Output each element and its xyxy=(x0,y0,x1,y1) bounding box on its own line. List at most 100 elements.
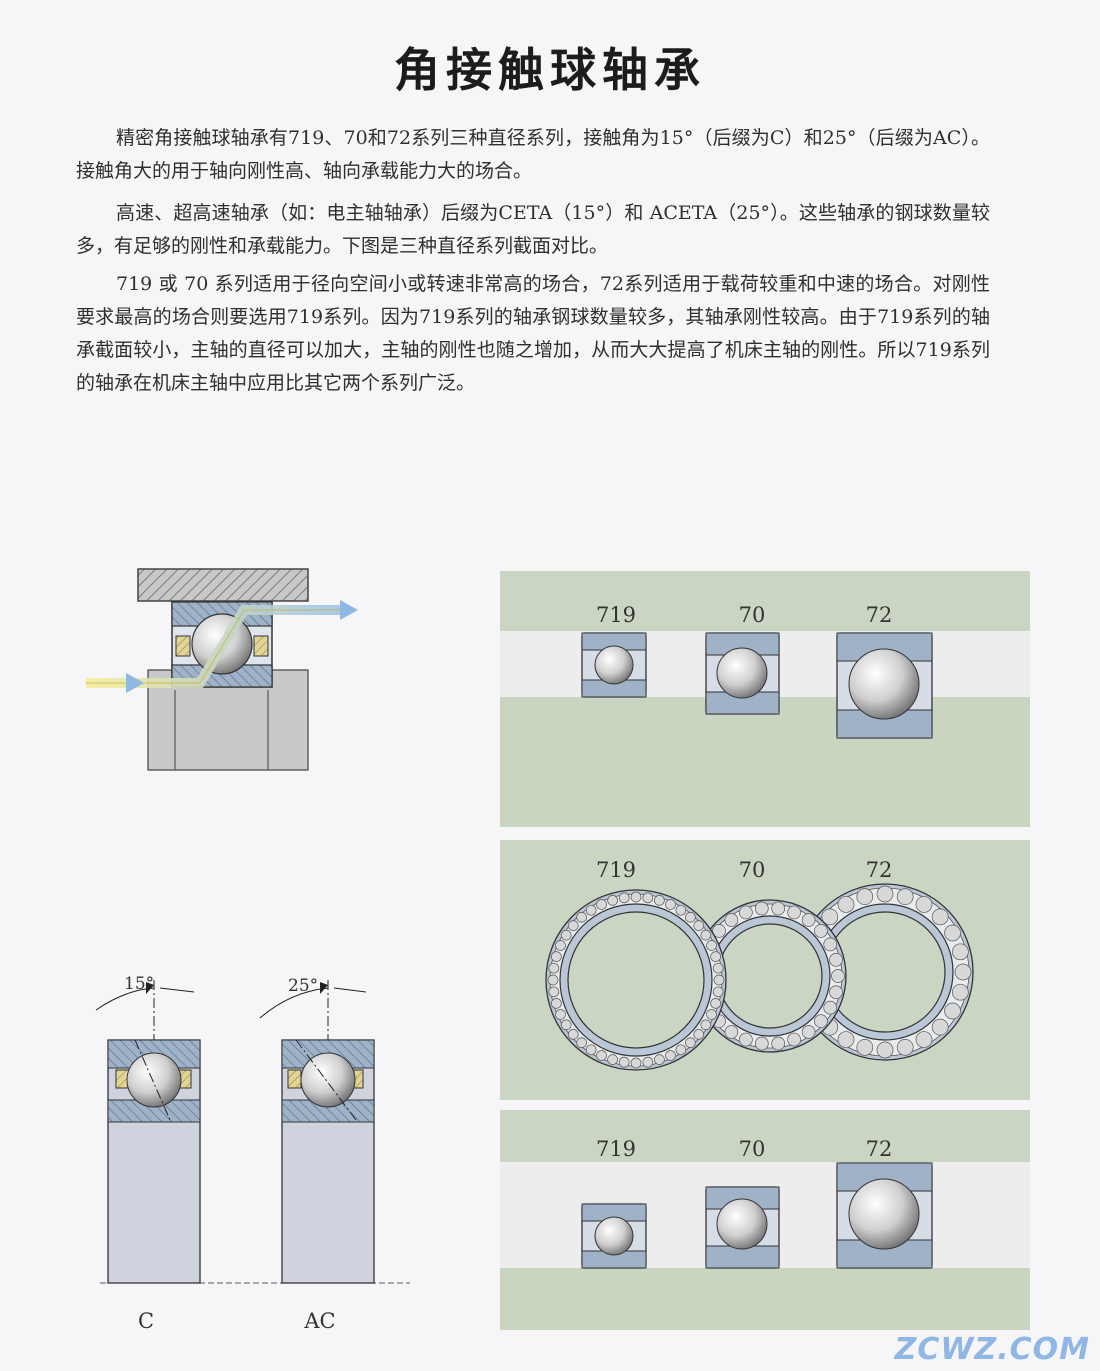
ring-ball xyxy=(724,1025,739,1039)
ring-ball xyxy=(876,885,894,903)
ring-ball xyxy=(713,974,725,986)
series-label-719: 719 xyxy=(596,1137,636,1161)
ring-ball xyxy=(814,1014,828,1028)
ring-ball xyxy=(823,1000,838,1015)
ring-ball xyxy=(856,1038,874,1056)
series-label-72: 72 xyxy=(866,1137,893,1161)
ring-ball xyxy=(642,1056,654,1068)
ring-ball xyxy=(754,901,769,916)
ring-ball xyxy=(618,1056,630,1068)
ring-ball xyxy=(710,998,721,1009)
ring-ball xyxy=(642,892,654,904)
series-label-70: 70 xyxy=(739,858,766,882)
ring-ball xyxy=(837,1031,855,1048)
ring-ball xyxy=(585,1044,597,1056)
ring-ball xyxy=(555,940,566,951)
ring-ball xyxy=(700,1019,712,1031)
cross-section-panel-inner: 719 70 72 xyxy=(500,1110,1030,1330)
ring-ball xyxy=(560,1019,572,1031)
ring-ball xyxy=(693,1029,705,1040)
ring-ball xyxy=(801,913,816,927)
ring-ball xyxy=(915,896,933,913)
ring-ball xyxy=(596,899,607,910)
ring-ball xyxy=(712,986,724,998)
ring-ball xyxy=(856,888,874,906)
ring-ball xyxy=(710,951,721,962)
ring-ball xyxy=(739,905,753,920)
ring-ball xyxy=(551,998,562,1009)
ring-ball xyxy=(831,969,845,983)
ring-ball xyxy=(654,1054,665,1065)
series-label-72: 72 xyxy=(866,858,893,882)
series-label-72: 72 xyxy=(866,603,893,627)
ring-ball xyxy=(585,904,597,916)
ring-ball xyxy=(551,951,562,962)
ring-ball xyxy=(675,1044,687,1056)
ring-ball xyxy=(706,1009,717,1020)
ring-ball xyxy=(823,937,838,952)
ring-ball xyxy=(771,1036,786,1051)
ring-ball xyxy=(787,1032,801,1047)
contact-angle-figure: 15° 25° C AC xyxy=(95,974,410,1333)
ring-ball xyxy=(618,892,630,904)
ring-ball xyxy=(896,888,914,906)
paragraph-high-speed: 高速、超高速轴承（如：电主轴轴承）后缀为CETA（15°）和 ACETA（25°… xyxy=(76,202,990,257)
ring-ball xyxy=(829,952,843,967)
variant-label-c: C xyxy=(138,1309,154,1333)
ring-ball xyxy=(931,908,949,926)
ring-ball xyxy=(693,920,705,931)
ring-ball xyxy=(724,913,739,927)
paragraph-series-application: 719 或 70 系列适用于径向空间小或转速非常高的场合，72系列适用于载荷较重… xyxy=(76,273,990,394)
ring-ball xyxy=(567,920,579,931)
ring-ball xyxy=(739,1032,753,1047)
ring-ball xyxy=(754,1036,769,1051)
watermark-logo: ZCWZ.COM xyxy=(894,1332,1090,1367)
ring-ball xyxy=(665,1050,676,1061)
ring-ball xyxy=(801,1025,816,1039)
ring-ball xyxy=(630,891,642,903)
ring-ball xyxy=(548,986,560,998)
ring-ball xyxy=(567,1029,579,1040)
cross-section-panel-outer: 719 70 72 xyxy=(500,571,1030,827)
ring-ball xyxy=(876,1041,894,1059)
ring-ball xyxy=(596,1050,607,1061)
angle-label-ac: 25° xyxy=(288,976,318,996)
ring-bore xyxy=(717,923,823,1029)
ring-ball xyxy=(829,985,843,1000)
series-label-719: 719 xyxy=(596,858,636,882)
paragraph-contact-angle: 精密角接触球轴承有719、70和72系列三种直径系列，接触角为15°（后缀为C）… xyxy=(76,127,990,182)
ring-ball xyxy=(787,905,801,920)
ring-ball xyxy=(821,908,839,926)
ring-ball xyxy=(700,929,712,941)
ring-ball xyxy=(685,911,696,923)
ring-ball xyxy=(771,901,786,916)
ring-ball xyxy=(675,904,687,916)
ring-ball xyxy=(915,1031,933,1048)
ring-ball xyxy=(576,911,587,923)
ring-ball xyxy=(951,943,969,961)
series-label-70: 70 xyxy=(739,1137,766,1161)
ring-ball xyxy=(665,899,676,910)
ring-ball xyxy=(654,895,665,906)
ring-ball xyxy=(576,1037,587,1049)
ring-ball xyxy=(944,924,961,942)
page-title: 角接触球轴承 xyxy=(394,43,706,97)
angle-label-c: 15° xyxy=(124,974,154,994)
ring-comparison-panel: 719 70 72 xyxy=(500,840,1030,1100)
load-path-figure xyxy=(86,568,358,771)
ring-ball xyxy=(944,1002,961,1020)
ring-ball xyxy=(837,896,855,913)
ring-ball xyxy=(951,983,969,1001)
ring-ball xyxy=(706,940,717,951)
ring-ball xyxy=(560,929,572,941)
ring-ball xyxy=(896,1038,914,1056)
ring-ball xyxy=(712,924,726,938)
ring-ball xyxy=(555,1009,566,1020)
series-label-70: 70 xyxy=(739,603,766,627)
ring-ball xyxy=(685,1037,696,1049)
ring-ball xyxy=(607,895,618,906)
ring-ball xyxy=(931,1018,949,1036)
ring-ball xyxy=(954,963,972,981)
ring-bore xyxy=(567,911,705,1049)
